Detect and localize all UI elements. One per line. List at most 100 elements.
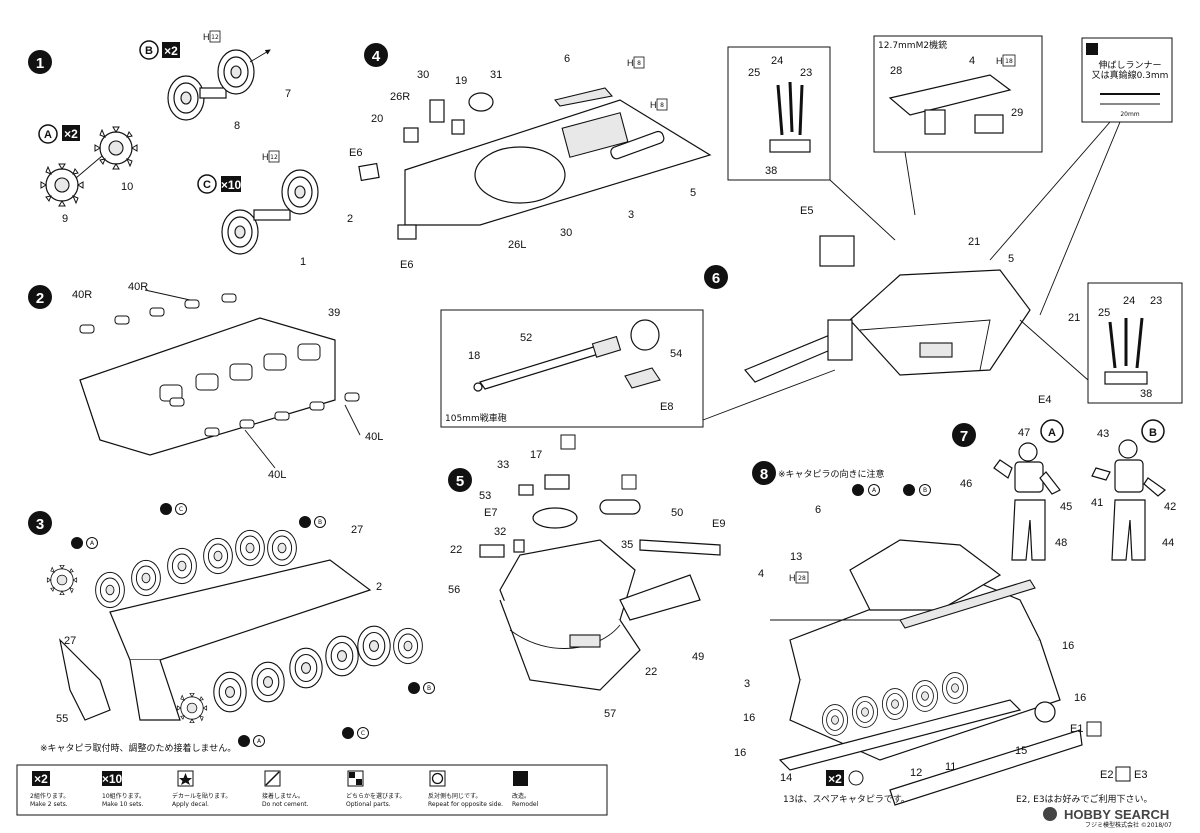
svg-text:1: 1 <box>300 256 306 268</box>
svg-text:3: 3 <box>36 516 44 533</box>
svg-text:12: 12 <box>211 34 219 41</box>
svg-text:A: A <box>90 540 95 547</box>
svg-text:A: A <box>257 738 262 745</box>
svg-text:39: 39 <box>328 307 340 319</box>
svg-text:22: 22 <box>645 666 657 678</box>
svg-text:15: 15 <box>1015 745 1027 757</box>
svg-text:接着しません。: 接着しません。 <box>262 792 304 800</box>
svg-text:7: 7 <box>856 487 860 494</box>
svg-text:6: 6 <box>815 504 821 516</box>
svg-text:57: 57 <box>604 708 616 720</box>
step-3: 3 1 C 1 B 27 1 A 2 27 55 1 B 1 C 1 A ※キャ… <box>28 503 435 754</box>
svg-text:C: C <box>179 506 183 513</box>
svg-text:22: 22 <box>450 544 462 556</box>
svg-text:E6: E6 <box>400 259 413 271</box>
svg-text:16: 16 <box>1074 692 1086 704</box>
svg-text:44: 44 <box>1162 537 1174 549</box>
svg-text:55: 55 <box>56 713 68 725</box>
svg-text:9: 9 <box>62 213 68 225</box>
svg-text:Do not cement.: Do not cement. <box>262 801 309 808</box>
svg-text:16: 16 <box>734 747 746 759</box>
svg-text:1: 1 <box>346 730 350 737</box>
svg-text:7: 7 <box>960 428 968 445</box>
svg-text:46: 46 <box>960 478 972 490</box>
svg-text:40L: 40L <box>268 469 286 481</box>
svg-text:HOBBY SEARCH: HOBBY SEARCH <box>1064 807 1169 822</box>
svg-text:E4: E4 <box>1038 394 1051 406</box>
svg-text:A: A <box>44 129 52 141</box>
svg-text:E2: E2 <box>1100 769 1113 781</box>
svg-text:28: 28 <box>798 575 806 582</box>
svg-text:×2: ×2 <box>34 772 48 786</box>
step-7: 7 A B 47 46 45 48 43 41 42 44 <box>952 419 1176 561</box>
remodel-icon <box>513 771 528 786</box>
svg-text:×2: ×2 <box>64 127 78 141</box>
svg-text:H: H <box>789 573 796 583</box>
svg-text:40R: 40R <box>128 281 148 293</box>
svg-text:1: 1 <box>303 519 307 526</box>
svg-text:又は真鍮線0.3mm: 又は真鍮線0.3mm <box>1092 69 1169 81</box>
svg-text:16: 16 <box>1062 640 1074 652</box>
svg-text:4: 4 <box>758 568 764 580</box>
svg-text:2組作ります。: 2組作ります。 <box>30 792 69 800</box>
svg-text:E1: E1 <box>1070 723 1083 735</box>
svg-text:35: 35 <box>621 539 633 551</box>
svg-text:10組作ります。: 10組作ります。 <box>102 792 145 800</box>
svg-text:伸ばしランナー: 伸ばしランナー <box>1098 59 1161 71</box>
svg-text:45: 45 <box>1060 501 1072 513</box>
svg-text:Optional parts.: Optional parts. <box>346 801 391 808</box>
svg-text:Apply decal.: Apply decal. <box>172 801 209 808</box>
svg-text:B: B <box>427 685 431 692</box>
svg-text:7: 7 <box>907 487 911 494</box>
svg-text:Make 2 sets.: Make 2 sets. <box>30 801 68 808</box>
svg-text:×10: ×10 <box>102 772 123 786</box>
svg-text:×2: ×2 <box>164 44 178 58</box>
svg-text:5: 5 <box>456 473 464 490</box>
svg-text:40R: 40R <box>72 289 92 301</box>
svg-text:8: 8 <box>637 60 641 67</box>
svg-text:C: C <box>203 179 211 191</box>
svg-text:21: 21 <box>968 236 980 248</box>
svg-text:21: 21 <box>1068 312 1080 324</box>
svg-text:反対側も同じです。: 反対側も同じです。 <box>428 792 481 800</box>
svg-text:14: 14 <box>780 772 792 784</box>
svg-text:H: H <box>996 56 1003 66</box>
svg-text:12: 12 <box>910 767 922 779</box>
svg-text:A: A <box>872 487 877 494</box>
svg-text:H: H <box>650 100 657 110</box>
svg-text:23: 23 <box>1150 295 1162 307</box>
svg-text:47: 47 <box>1018 427 1030 439</box>
step-8: 8 ※キャタピラの向きに注意 6 7 A 7 B 13 H 28 4 3 16 … <box>734 461 1153 806</box>
svg-text:50: 50 <box>671 507 683 519</box>
svg-text:5: 5 <box>690 187 696 199</box>
svg-text:E3: E3 <box>1134 769 1147 781</box>
svg-text:33: 33 <box>497 459 509 471</box>
svg-text:30: 30 <box>560 227 572 239</box>
svg-text:1: 1 <box>242 738 246 745</box>
svg-text:H: H <box>203 32 210 42</box>
svg-text:3: 3 <box>628 209 634 221</box>
svg-text:27: 27 <box>64 635 76 647</box>
svg-text:H: H <box>627 58 634 68</box>
svg-text:52: 52 <box>520 332 532 344</box>
legend-bar: ×2 2組作ります。 Make 2 sets. ×10 10組作ります。 Mak… <box>16 764 608 816</box>
step-4: 4 30 19 31 6 H 8 26R 20 E6 H 8 E6 26L 30… <box>349 43 712 271</box>
svg-text:42: 42 <box>1164 501 1176 513</box>
svg-text:2: 2 <box>36 290 44 307</box>
svg-text:7: 7 <box>285 88 291 100</box>
svg-text:40L: 40L <box>365 431 383 443</box>
svg-text:3: 3 <box>744 678 750 690</box>
svg-text:Make 10 sets.: Make 10 sets. <box>102 801 144 808</box>
svg-text:Remodel: Remodel <box>512 801 539 808</box>
svg-text:27: 27 <box>351 524 363 536</box>
svg-text:29: 29 <box>1011 107 1023 119</box>
svg-text:23: 23 <box>800 67 812 79</box>
svg-text:18: 18 <box>468 350 480 362</box>
svg-text:Repeat for opposite side.: Repeat for opposite side. <box>428 801 503 808</box>
svg-text:20mm: 20mm <box>1120 111 1139 118</box>
svg-text:38: 38 <box>765 165 777 177</box>
svg-text:24: 24 <box>1123 295 1135 307</box>
svg-text:改造。: 改造。 <box>512 792 530 800</box>
